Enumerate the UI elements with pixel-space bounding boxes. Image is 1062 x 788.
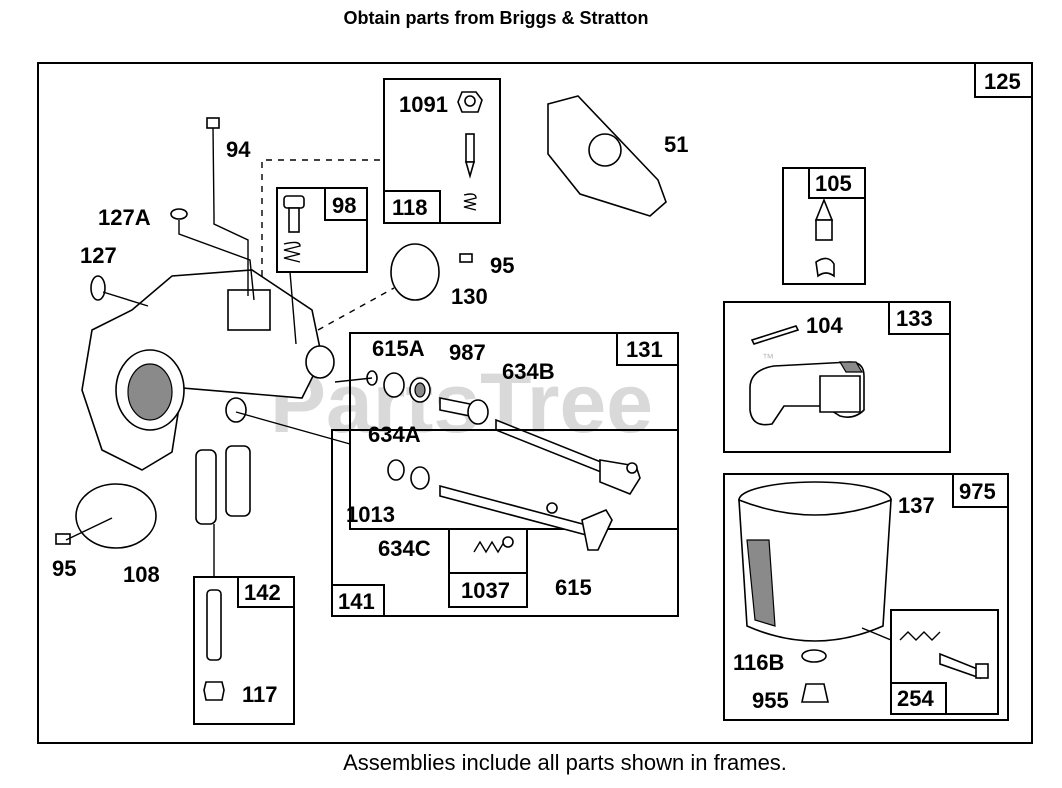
tag-box-105 [808,167,866,199]
mixture-screw-254-icon [899,631,989,680]
frame-label-254[interactable]: 254 [897,686,934,711]
tag-box-142 [237,576,295,608]
label-127A[interactable]: 127A [98,205,151,230]
frame-141 [331,429,679,617]
label-108[interactable]: 108 [123,562,160,587]
tag-box-1037 [448,572,528,608]
frame-label-133[interactable]: 133 [896,306,933,331]
float-bowl-137-icon [738,481,892,703]
washer-127A-icon [170,208,188,220]
frame-125 [37,62,1033,744]
carburetor-body-icon [81,269,335,525]
screw-94-icon [206,117,220,217]
tag-box-131 [616,332,679,366]
emulsion-tube-142-icon [203,589,225,701]
label-130[interactable]: 130 [451,284,488,309]
label-955[interactable]: 955 [752,688,789,713]
diagram-header-title: Obtain parts from Briggs & Stratton [343,8,649,28]
idle-screw-98-icon [283,195,305,263]
label-634C[interactable]: 634C [378,536,431,561]
label-1013[interactable]: 1013 [346,502,395,527]
frame-label-975[interactable]: 975 [959,479,996,504]
label-987[interactable]: 987 [449,340,486,365]
tag-box-98 [324,187,368,221]
frame-label-131[interactable]: 131 [626,337,663,362]
float-133-icon [749,325,865,426]
choke-shaft-141-icon [387,459,613,551]
frame-label-141[interactable]: 141 [338,589,375,614]
spring-1037-icon [473,536,514,554]
frame-118 [383,78,501,224]
diagram-footer-note: Assemblies include all parts shown in fr… [343,750,787,775]
frame-133 [723,301,951,453]
label-95-bottom[interactable]: 95 [52,556,76,581]
choke-plate-108-icon [75,483,157,549]
frame-label-142[interactable]: 142 [244,580,281,605]
label-1091[interactable]: 1091 [399,92,448,117]
frame-98 [276,187,368,273]
label-117[interactable]: 117 [242,682,278,707]
float-needle-105-icon [814,197,835,278]
label-615A[interactable]: 615A [372,336,425,361]
label-127[interactable]: 127 [80,243,117,268]
frame-label-98[interactable]: 98 [332,193,356,218]
screw-95-bottom-icon [55,533,71,545]
label-104[interactable]: 104 [806,313,843,338]
plug-127-icon [90,275,106,301]
label-634B[interactable]: 634B [502,359,555,384]
tag-box-133 [888,301,951,335]
throttle-plate-130-icon [390,243,440,301]
tag-box-118 [383,190,441,224]
needle-valve-1091-icon [457,91,483,211]
gasket-51-hole [588,133,622,167]
tag-box-254 [890,682,947,715]
frame-label-125[interactable]: 125 [984,69,1021,94]
screw-95-top-icon [459,253,473,263]
label-94[interactable]: 94 [226,137,251,162]
frame-label-118[interactable]: 118 [392,195,428,220]
frame-label-105[interactable]: 105 [815,171,852,196]
tag-box-975 [952,473,1009,508]
label-116B[interactable]: 116B [733,650,784,675]
leader-lines [65,159,892,641]
tag-box-141 [331,584,385,617]
watermark-trademark: ™ [762,351,774,365]
label-634A[interactable]: 634A [368,422,421,447]
label-137[interactable]: 137 [898,493,935,518]
tag-box-125 [974,62,1033,98]
label-51[interactable]: 51 [664,132,688,157]
label-95-top[interactable]: 95 [490,253,514,278]
label-615[interactable]: 615 [555,575,592,600]
frame-label-1037[interactable]: 1037 [461,578,510,603]
frame-975 [723,473,1009,721]
